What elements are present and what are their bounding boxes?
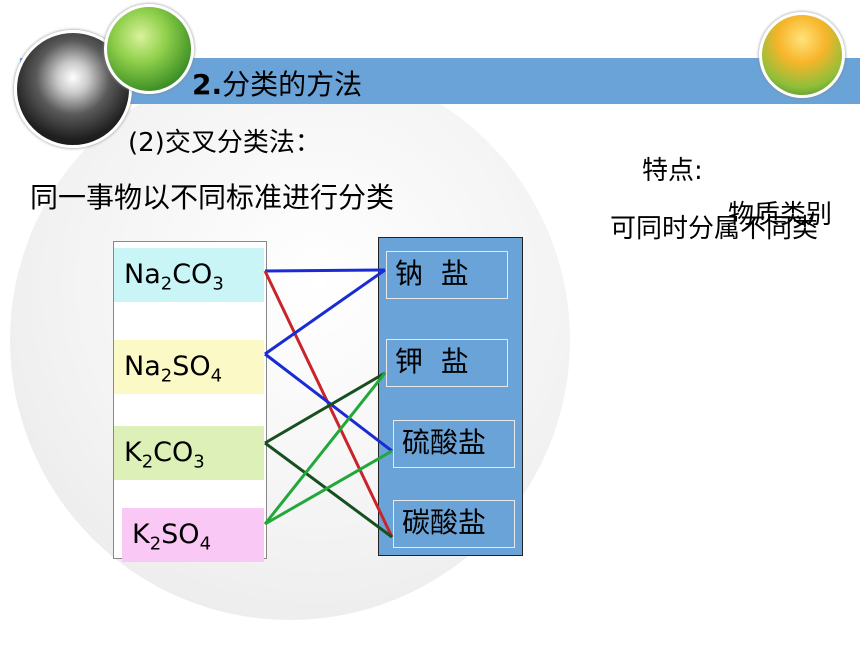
category-sulfate: 硫酸盐 [393, 420, 515, 468]
compound-na2co3: Na2CO3 [114, 248, 264, 302]
compound-column: Na2CO3 Na2SO4 K2CO3 K2SO4 [113, 241, 267, 562]
anion-symbol: SO [172, 351, 211, 382]
link-k2so4-potassium [263, 372, 387, 525]
link-na2so4-sulfate [264, 352, 393, 453]
compound-k2so4: K2SO4 [122, 508, 264, 562]
link-k2so4-sulfate [264, 449, 393, 526]
title-text: 分类的方法 [222, 68, 363, 101]
element-symbol: K [124, 437, 142, 468]
compound-k2co3: K2CO3 [114, 426, 264, 480]
anion-symbol: CO [172, 259, 213, 290]
element-symbol: K [132, 519, 150, 550]
category-potassium-salt: 钾 盐 [386, 339, 508, 387]
subscript: 3 [193, 451, 205, 473]
feature-overlap-text: 物质类别 [728, 200, 833, 230]
subscript: 2 [160, 273, 173, 295]
link-k2co3-potassium [264, 371, 386, 445]
subscript: 4 [199, 533, 212, 555]
subtitle: (2)交叉分类法： [128, 128, 321, 158]
leaf-image [104, 4, 194, 94]
subscript: 2 [160, 365, 173, 387]
feature-label: 特点: [642, 156, 703, 186]
slide-title: 2.分类的方法 [192, 63, 362, 103]
link-na2co3-sodium [264, 268, 386, 273]
link-na2so4-sodium [264, 268, 386, 356]
title-number: 2. [192, 68, 223, 101]
category-carbonate: 碳酸盐 [393, 500, 515, 548]
category-sodium-salt: 钠 盐 [386, 251, 508, 299]
subscript: 2 [141, 451, 154, 473]
subscript: 2 [149, 533, 162, 555]
anion-symbol: CO [153, 437, 194, 468]
anion-symbol: SO [161, 519, 200, 550]
subscript: 4 [210, 365, 223, 387]
link-k2co3-carbonate [264, 441, 393, 539]
compound-na2so4: Na2SO4 [114, 340, 264, 394]
subscript: 3 [212, 273, 224, 295]
feature-text: 可同时分属不同类 [610, 214, 819, 244]
description: 同一事物以不同标准进行分类 [30, 181, 395, 214]
element-symbol: Na [124, 259, 161, 290]
flower-image [759, 12, 845, 98]
element-symbol: Na [124, 351, 161, 382]
